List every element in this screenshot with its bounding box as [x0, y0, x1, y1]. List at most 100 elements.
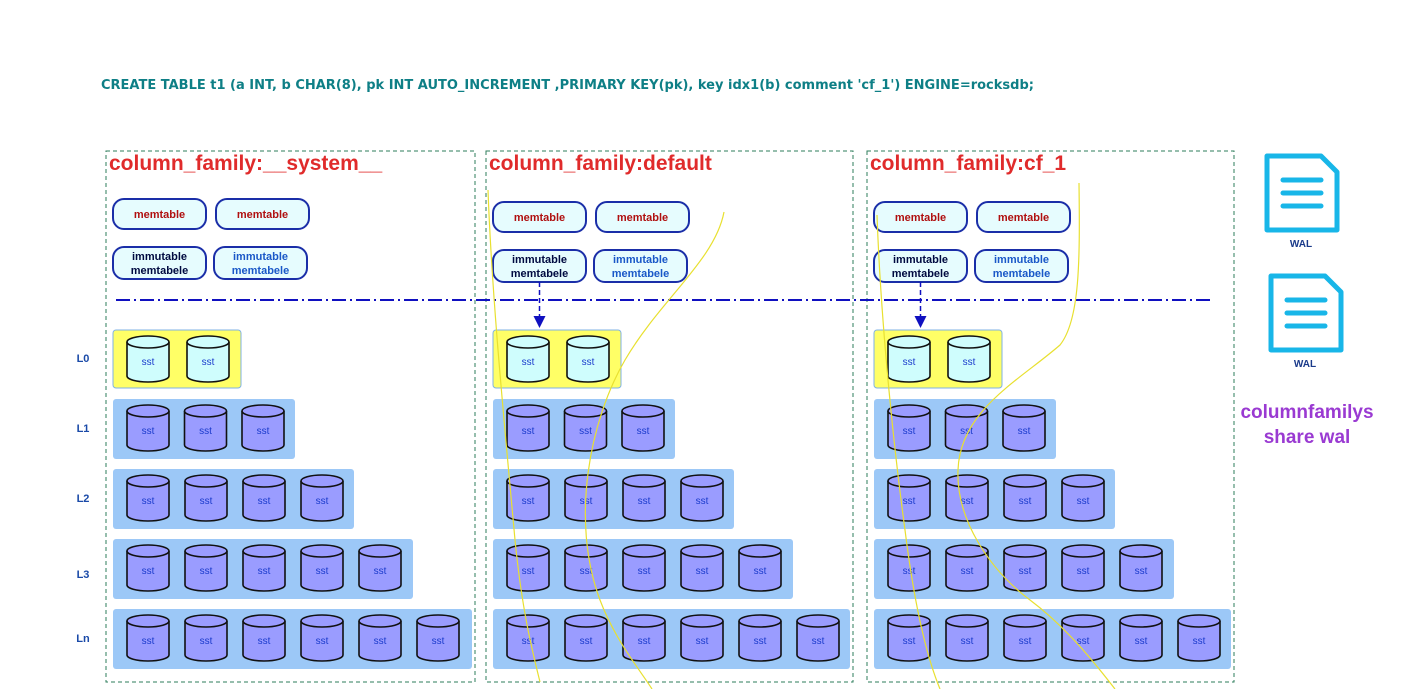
- sst-file: sst: [1003, 474, 1047, 522]
- sst-body: [1177, 621, 1221, 662]
- sst-top: [564, 544, 608, 558]
- sst-label: sst: [1077, 636, 1090, 647]
- sst-file: sst: [564, 544, 608, 592]
- immutable-memtable-label: memtabele: [131, 265, 188, 277]
- sst-top: [563, 404, 608, 418]
- sst-top: [126, 404, 170, 418]
- sst-top: [680, 614, 724, 628]
- sst-top: [945, 544, 989, 558]
- sst-file: sst: [680, 474, 724, 522]
- sst-file: sst: [183, 404, 228, 452]
- sst-label: sst: [1019, 636, 1032, 647]
- sst-body: [184, 621, 228, 662]
- sst-body: [680, 551, 724, 592]
- sst-label: sst: [638, 566, 651, 577]
- sst-body: [887, 411, 931, 452]
- sst-label: sst: [142, 496, 155, 507]
- sst-body: [622, 551, 666, 592]
- sst-file: sst: [621, 404, 665, 452]
- sst-label: sst: [142, 566, 155, 577]
- column-family-border: [866, 150, 1235, 683]
- flush-arrow-head: [533, 316, 546, 328]
- sst-body: [300, 621, 344, 662]
- sst-file: sst: [796, 614, 840, 662]
- sst-top: [242, 544, 286, 558]
- sst-top: [738, 614, 782, 628]
- sst-file: sst: [887, 544, 931, 592]
- sst-label: sst: [1018, 426, 1031, 437]
- sst-body: [944, 411, 989, 452]
- sst-file: sst: [947, 335, 991, 383]
- sst-file: sst: [564, 614, 608, 662]
- sst-body: [506, 411, 550, 452]
- sst-file: sst: [887, 404, 931, 452]
- sst-top: [506, 544, 550, 558]
- memtable-label: memtable: [617, 212, 668, 224]
- sst-top: [126, 474, 170, 488]
- sst-body: [183, 411, 228, 452]
- level-label: Ln: [76, 633, 90, 645]
- sst-label: sst: [579, 426, 592, 437]
- sst-label: sst: [522, 636, 535, 647]
- sst-label: sst: [316, 636, 329, 647]
- sst-top: [186, 335, 230, 349]
- sst-file: sst: [186, 335, 230, 383]
- sst-label: sst: [522, 357, 535, 368]
- sst-label: sst: [316, 496, 329, 507]
- sst-label: sst: [812, 636, 825, 647]
- immutable-memtable: [974, 249, 1069, 283]
- sst-label: sst: [202, 357, 215, 368]
- sst-label: sst: [257, 426, 270, 437]
- sst-body: [126, 411, 170, 452]
- level-band: [493, 469, 734, 529]
- sst-top: [184, 474, 228, 488]
- memtable: [976, 201, 1071, 233]
- sst-file: sst: [738, 544, 782, 592]
- sst-label: sst: [696, 496, 709, 507]
- sst-file: sst: [506, 404, 550, 452]
- flush-arrow-head: [914, 316, 927, 328]
- wal-label: WAL: [1290, 239, 1312, 250]
- sst-file: sst: [945, 474, 989, 522]
- sst-label: sst: [903, 636, 916, 647]
- column-family-border: [105, 150, 476, 683]
- sst-top: [887, 614, 931, 628]
- wal-label: WAL: [1294, 359, 1316, 370]
- sst-file: sst: [944, 404, 989, 452]
- sst-top: [1119, 614, 1163, 628]
- sst-body: [1061, 481, 1105, 522]
- immutable-memtable-label: memtabele: [511, 268, 568, 280]
- immutable-memtable-label: immutable: [613, 254, 668, 266]
- sst-body: [242, 551, 286, 592]
- sst-label: sst: [580, 636, 593, 647]
- sst-file: sst: [887, 474, 931, 522]
- sst-file: sst: [184, 614, 228, 662]
- sst-file: sst: [680, 544, 724, 592]
- share-wal-note: columnfamilys: [1240, 402, 1373, 423]
- decorative-curve: [876, 214, 941, 689]
- sst-top: [184, 544, 228, 558]
- decorative-curve: [584, 211, 725, 689]
- sst-body: [564, 551, 608, 592]
- sst-label: sst: [199, 426, 212, 437]
- memtable: [215, 198, 310, 230]
- sst-label: sst: [522, 496, 535, 507]
- sst-label: sst: [1193, 636, 1206, 647]
- sst-file: sst: [126, 544, 170, 592]
- sst-body: [506, 342, 550, 383]
- sst-file: sst: [1002, 404, 1046, 452]
- sst-file: sst: [300, 474, 344, 522]
- sst-top: [887, 474, 931, 488]
- sst-label: sst: [200, 636, 213, 647]
- sst-file: sst: [1003, 614, 1047, 662]
- sst-file: sst: [887, 335, 931, 383]
- sst-body: [506, 621, 550, 662]
- sst-label: sst: [522, 566, 535, 577]
- sst-body: [563, 411, 608, 452]
- memtable: [492, 201, 587, 233]
- memtable-label: memtable: [134, 209, 185, 221]
- sst-file: sst: [126, 404, 170, 452]
